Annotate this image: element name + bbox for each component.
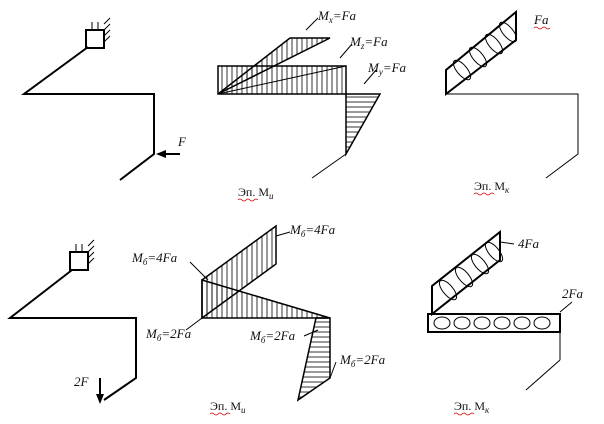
torque-band-horizontal-bottom — [427, 313, 561, 333]
label-mb-2fa-right: Mб=2Fa — [339, 352, 386, 369]
label-2fa-bottom-right: 2Fa — [562, 286, 583, 301]
label-fa-top: Fa — [533, 12, 549, 27]
caption-torque-top: Эп. Mк — [474, 179, 510, 195]
torque-spirals-top — [452, 21, 518, 81]
caption-torque-bottom: Эп. Mк — [454, 399, 490, 415]
caption-bending-bottom: Эп. Mи — [210, 399, 246, 415]
torque-diagram-top: Fa Эп. Mк — [445, 9, 579, 196]
frame-scheme-bottom: 2F — [7, 239, 137, 404]
label-mb-2fa-mid: Mб=2Fa — [249, 328, 296, 345]
label-4fa-bottom-right: 4Fa — [518, 236, 539, 251]
torque-band-top — [445, 9, 517, 97]
support-hatching-bottom — [75, 239, 95, 265]
caption-bending-top: Эп. Mи — [238, 185, 274, 201]
frame-end-top-mid — [311, 153, 347, 179]
label-mb-2fa-left: Mб=2Fa — [145, 326, 192, 343]
torque-band-inclined-bottom — [431, 229, 501, 317]
moment-diagonal-top — [217, 65, 347, 95]
support-hatching-top — [91, 17, 111, 43]
moment-area-horizontal-bottom — [201, 278, 331, 319]
force-arrowhead-top — [156, 150, 166, 158]
force-arrowhead-bottom — [96, 394, 104, 404]
label-mz-top: Mz=Fa — [349, 34, 388, 51]
torque-spirals-inclined-bottom — [438, 241, 504, 301]
frame-outline-top-right — [446, 93, 579, 179]
label-mb-4fa-top: Mб=4Fa — [289, 222, 336, 239]
moment-area-vertical-bottom — [296, 317, 331, 402]
moment-area-vertical-top — [345, 93, 382, 157]
bending-diagram-bottom: Mб=4Fa Mб=4Fa Mб=2Fa Mб=2Fa Mб=2Fa Эп. M… — [131, 222, 386, 416]
torque-diagram-bottom: 4Fa 2Fa Эп. Mк — [427, 229, 583, 416]
frame-end-bottom-right — [525, 359, 561, 391]
frame-bar-bottom — [7, 269, 137, 401]
fixed-support-bottom — [69, 251, 89, 271]
fixed-support-top — [85, 29, 105, 49]
force-label-top: F — [177, 134, 187, 149]
label-my-top: My=Fa — [367, 60, 407, 77]
bending-diagram-top: Mx=Fa Mz=Fa My=Fa Эп. Mи — [217, 8, 407, 202]
label-mx-top: Mx=Fa — [317, 8, 357, 25]
torque-spirals-horizontal-bottom — [433, 316, 551, 330]
label-mb-4fa-left: Mб=4Fa — [131, 250, 178, 267]
frame-scheme-top: F — [20, 17, 187, 181]
force-label-bottom: 2F — [74, 374, 90, 389]
frame-bar-top — [20, 46, 155, 181]
